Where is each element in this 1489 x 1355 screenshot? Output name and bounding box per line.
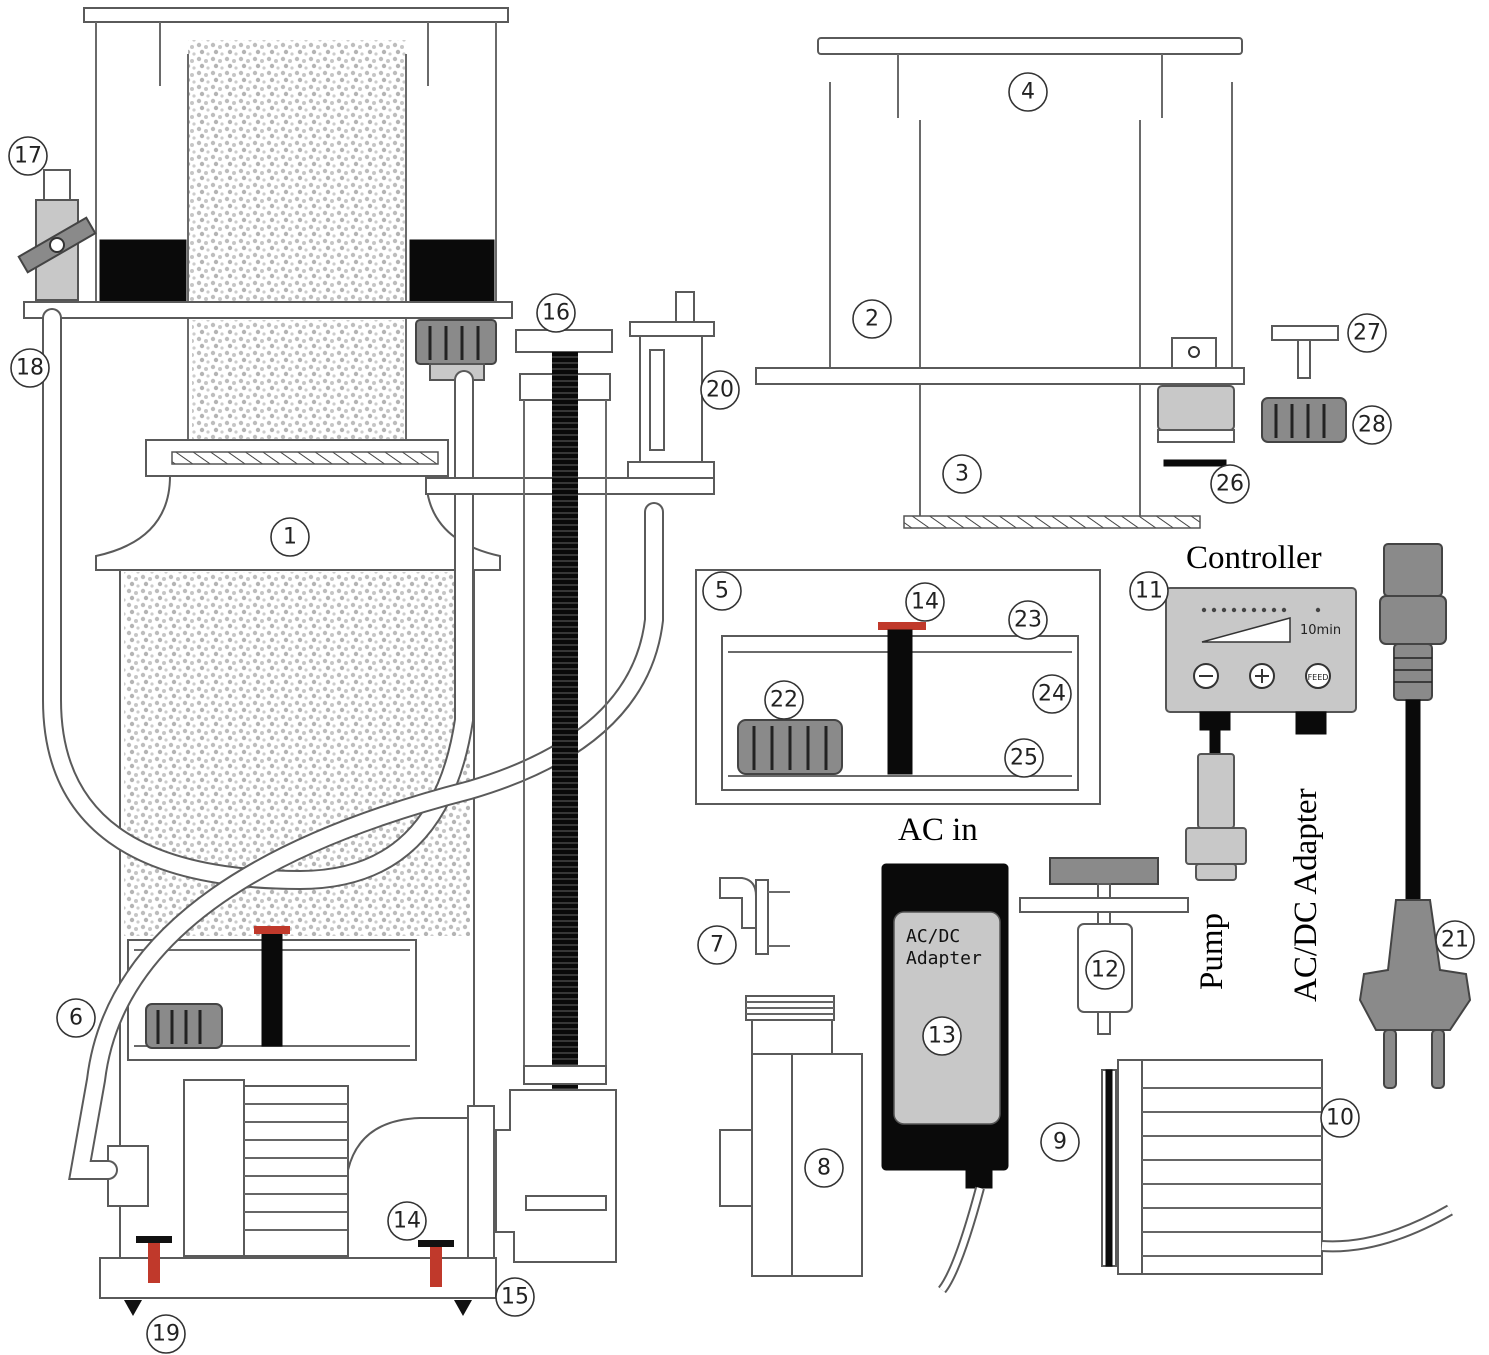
cup-flange [23,301,513,319]
callout-10: 10 [1320,1098,1360,1138]
callout-number: 19 [152,1322,180,1347]
main-skimmer [17,7,715,1316]
callout-number: 16 [542,301,570,326]
callout-number: 4 [1021,80,1035,105]
callout-4: 4 [1008,72,1048,112]
exploded-cup [755,37,1347,529]
callout-number: 25 [1010,746,1038,771]
acdc-adapter: AC/DC Adapter [881,863,1009,1294]
callout-25: 25 [1004,738,1044,778]
callout-number: 8 [817,1156,831,1181]
callout-number: 11 [1135,579,1163,604]
power-cord [1358,543,1472,1089]
callout-26: 26 [1210,464,1250,504]
collected-skimmate [99,239,187,303]
callout-21: 21 [1435,920,1475,960]
acdc-adapter-label: AC/DC Adapter [1288,788,1324,1002]
callout-15: 15 [495,1277,535,1317]
callout-3: 3 [942,454,982,494]
adapter-label-line2: Adapter [906,948,982,969]
callout-23: 23 [1008,600,1048,640]
timer-label: 10min [1300,623,1341,638]
callout-number: 18 [16,356,44,381]
callout-2: 2 [852,299,892,339]
callout-8: 8 [804,1148,844,1188]
callout-number: 3 [955,462,969,487]
controller-unit: 10min FEED [1165,587,1357,881]
callout-6: 6 [56,998,96,1038]
pump-motor-exploded [1101,1059,1453,1275]
pump-housing [719,995,863,1277]
callout-number: 20 [706,378,734,403]
callout-number: 26 [1216,472,1244,497]
callout-number: 14 [393,1209,421,1234]
callout-28: 28 [1352,405,1392,445]
cup-lid [83,7,509,23]
controller-box [1165,587,1357,713]
callout-20: 20 [700,370,740,410]
callout-number: 10 [1326,1106,1354,1131]
callout-number: 21 [1441,928,1469,953]
callout-number: 23 [1014,608,1042,633]
air-valve-nipple [43,169,71,201]
callout-number: 24 [1038,682,1066,707]
callout-number: 14 [911,590,939,615]
pump-motor [183,1079,245,1257]
callout-number: 13 [928,1024,956,1049]
foot [454,1300,472,1316]
cup-lid-4 [817,37,1243,55]
adapter-label-line1: AC/DC [906,926,960,947]
callout-17: 17 [8,136,48,176]
callout-number: 6 [69,1006,83,1031]
pump-label: Pump [1194,913,1230,990]
callout-number: 5 [715,579,729,604]
callout-13: 13 [922,1016,962,1056]
callout-number: 12 [1091,958,1119,983]
pump-plug [1197,753,1235,829]
controller-title: Controller [1186,540,1322,576]
feed-button[interactable] [1305,663,1331,689]
callout-24: 24 [1032,674,1072,714]
led-row [1201,607,1321,613]
air-elbow [719,877,790,955]
power-plug [1358,899,1472,1031]
adjuster-threaded-rod [552,352,578,1202]
callout-5: 5 [702,571,742,611]
gasket [171,451,439,465]
callout-number: 2 [865,307,879,332]
gasket-3 [903,515,1201,529]
callout-27: 27 [1347,313,1387,353]
callout-14: 14 [387,1201,427,1241]
callout-number: 22 [770,688,798,713]
callout-number: 15 [501,1285,529,1310]
callout-1: 1 [270,517,310,557]
callout-9: 9 [1040,1122,1080,1162]
adjuster-knob [515,329,613,353]
callout-14: 14 [905,582,945,622]
impeller [1019,857,1189,1035]
callout-number: 9 [1053,1130,1067,1155]
ac-in-label: AC in [898,812,978,848]
callout-11: 11 [1129,571,1169,611]
callout-16: 16 [536,293,576,333]
callout-22: 22 [764,680,804,720]
feed-label: FEED [1308,673,1329,682]
cup-foam [188,40,406,304]
foot [124,1300,142,1316]
callout-group: 1234567891011121314141516171819202122232… [8,72,1475,1354]
callout-19: 19 [146,1314,186,1354]
callout-number: 28 [1358,413,1386,438]
callout-number: 27 [1353,321,1381,346]
callout-7: 7 [697,925,737,965]
cup-flange-2 [755,367,1245,385]
callout-number: 7 [710,933,724,958]
callout-12: 12 [1085,950,1125,990]
callout-number: 17 [14,144,42,169]
collected-skimmate [409,239,495,303]
drain-fitting [415,319,497,365]
callout-number: 1 [283,525,297,550]
callout-18: 18 [10,348,50,388]
